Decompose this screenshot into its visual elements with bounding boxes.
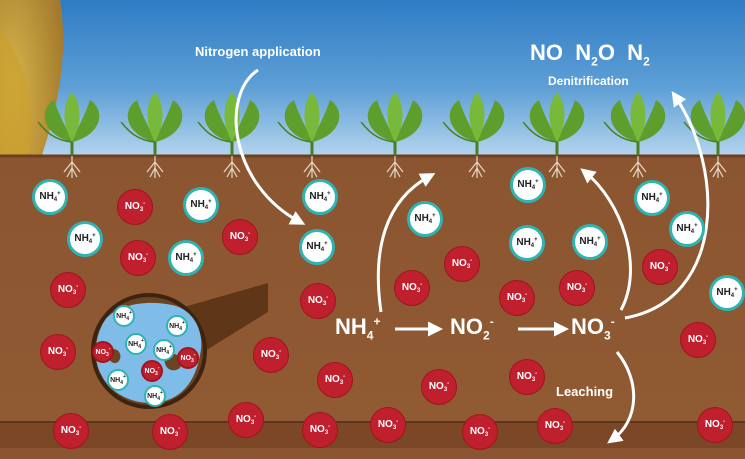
nitrate-ion: NO3-: [370, 407, 406, 443]
denitrification-label: Denitrification: [548, 74, 629, 88]
ammonium-ion: NH4+: [67, 221, 103, 257]
chain-no2: NO2-: [450, 314, 494, 343]
nitrate-ion: NO3-: [228, 402, 264, 438]
plant: [603, 92, 666, 178]
leaching-arrow: [607, 351, 636, 444]
plant: [37, 92, 100, 178]
plant: [120, 92, 183, 178]
nitrate-ion: NO3-: [253, 337, 289, 373]
nitrate-ion: NO3-: [300, 283, 336, 319]
nh4-upward-arrow: [376, 173, 436, 313]
nitrate-ion: NO3-: [50, 272, 86, 308]
ammonium-ion: NH4+: [572, 224, 608, 260]
ammonium-ion: NH4+: [299, 229, 335, 265]
ammonium-ion: NH4+: [125, 333, 147, 355]
ammonium-ion: NH4+: [407, 201, 443, 237]
ammonium-ion: NH4+: [32, 179, 68, 215]
process-arrows: [234, 68, 710, 444]
ammonium-ion: NH4+: [153, 339, 175, 361]
nitrate-ion: NO3-: [152, 414, 188, 450]
ammonium-ion: NH4+: [510, 167, 546, 203]
gas-products-label: NO N2O N2: [530, 40, 650, 68]
ammonium-ion: NH4+: [168, 240, 204, 276]
nitrate-ion: NO3-: [421, 369, 457, 405]
nitrate-ion: NO3-: [222, 219, 258, 255]
nitrate-ion: NO3-: [680, 322, 716, 358]
nitrate-ion: NO3-: [40, 334, 76, 370]
ammonium-ion: NH4+: [509, 225, 545, 261]
plant: [683, 92, 745, 178]
nitrate-ion: NO3-: [394, 270, 430, 306]
plant: [522, 92, 585, 178]
plant: [197, 92, 260, 178]
nitrate-ion: NO3-: [642, 249, 678, 285]
nitrate-ion: NO3-: [537, 408, 573, 444]
plant: [442, 92, 505, 178]
chain-no3: NO3-: [571, 314, 615, 343]
n2o-gas: N2O: [575, 40, 615, 69]
nitrate-ion: NO3-: [117, 189, 153, 225]
denitrification-arrow: [624, 91, 710, 320]
nitrate-ion: NO3-: [317, 362, 353, 398]
nitrate-ion: NO3-: [509, 359, 545, 395]
ammonium-ion: NH4+: [709, 275, 745, 311]
nitrate-ion: NO3-: [559, 270, 595, 306]
nitrate-ion: NO3-: [141, 360, 163, 382]
nitrate-ion: NO3-: [499, 280, 535, 316]
nitrogen-application-label: Nitrogen application: [195, 44, 321, 59]
leaching-label: Leaching: [556, 384, 614, 399]
nitrate-ion: NO3-: [53, 413, 89, 449]
plant: [277, 92, 340, 178]
plant-row: [37, 92, 745, 178]
ammonium-ion: NH4+: [634, 180, 670, 216]
nitrogen-application-arrow: [234, 68, 306, 225]
nitrate-ion: NO3-: [697, 407, 733, 443]
nitrate-ion: NO3-: [462, 414, 498, 450]
ammonium-ion: NH4+: [669, 211, 705, 247]
nitrate-ion: NO3-: [92, 341, 114, 363]
chain-nh4: NH4+: [335, 314, 381, 343]
nitrate-ion: NO3-: [444, 246, 480, 282]
nitrate-ion: NO3-: [302, 412, 338, 448]
plant: [360, 92, 423, 178]
ammonium-ion: NH4+: [107, 369, 129, 391]
ammonium-ion: NH4+: [302, 179, 338, 215]
n2-gas: N2: [627, 40, 650, 69]
ammonium-ion: NH4+: [183, 187, 219, 223]
ammonium-ion: NH4+: [113, 305, 135, 327]
ammonium-ion: NH4+: [166, 315, 188, 337]
no3-uptake-arrow: [580, 168, 632, 311]
nitrate-ion: NO3-: [120, 240, 156, 276]
nitrate-ion: NO3-: [177, 347, 199, 369]
ammonium-ion: NH4+: [144, 385, 166, 407]
no-gas: NO: [530, 40, 563, 65]
